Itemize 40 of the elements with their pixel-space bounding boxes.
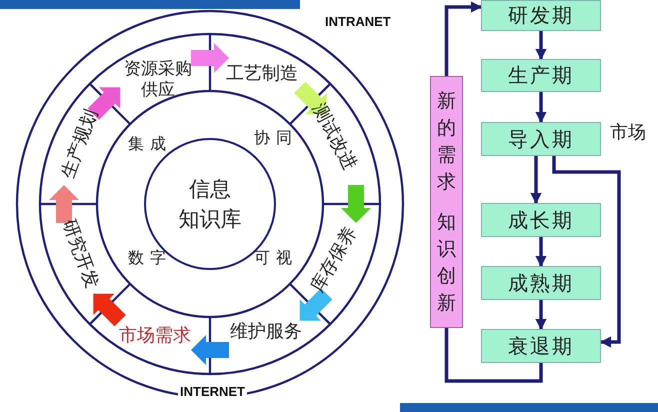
block-arrow [191, 43, 229, 73]
process-box: 导入期 [481, 122, 601, 156]
stage-label: 测试改进 [307, 100, 361, 174]
stage-label: 工艺制造 [226, 63, 298, 85]
process-box: 成熟期 [481, 266, 601, 300]
stage-label: 生产规划 [57, 106, 103, 182]
side-label: 市场 [610, 122, 646, 144]
block-arrow [294, 82, 327, 114]
stage-label: 维护服务 [230, 321, 302, 343]
block-arrow [341, 185, 371, 223]
ring-label: 协同 [254, 128, 298, 149]
arrow [444, 1, 482, 76]
block-arrow [300, 288, 332, 321]
network-label: INTERNET [178, 384, 247, 399]
block-arrow [88, 87, 120, 120]
arrow [535, 237, 547, 268]
process-box: 生产期 [481, 59, 601, 92]
block-arrow [191, 335, 229, 365]
network-label: INTRANET [323, 14, 393, 29]
block-arrow [93, 294, 126, 326]
stage-label: 研究开发 [57, 216, 103, 292]
note-box [430, 76, 463, 328]
ring-label: 可视 [254, 248, 298, 269]
stage-label: 市场需求 [119, 325, 191, 347]
arrow [535, 31, 547, 60]
block-arrow [49, 185, 79, 223]
process-box: 衰退期 [481, 329, 601, 363]
vertical-text: 新的需求 [436, 88, 456, 194]
arrow [535, 300, 547, 330]
arrow [552, 156, 621, 348]
arrow [530, 156, 542, 204]
hub-label: 信息知识库 [178, 176, 242, 233]
stage-label: 资源采购供应 [116, 59, 200, 101]
process-box: 成长期 [481, 203, 601, 237]
ring-label: 集成 [128, 134, 172, 155]
stage-label: 库存保养 [306, 223, 362, 297]
arrow [535, 92, 547, 124]
ring-label: 数字 [128, 248, 172, 269]
process-box: 研发期 [481, 0, 601, 31]
vertical-text: 知识创新 [436, 210, 456, 316]
